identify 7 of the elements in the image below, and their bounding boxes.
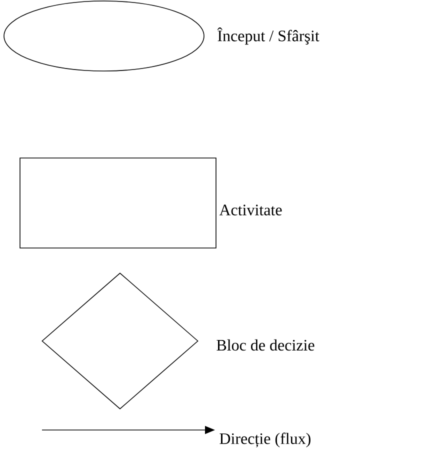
decision-diamond xyxy=(42,272,198,410)
shape-caption: Activitate xyxy=(219,204,282,216)
arrow-caption: Direcție (flux) xyxy=(220,432,310,448)
shape-caption: Început / Sfârşit xyxy=(217,27,320,45)
rectangle-box xyxy=(20,158,216,248)
ellipse-shape xyxy=(4,0,204,72)
shape-caption: Bloc de decizie xyxy=(216,339,314,351)
